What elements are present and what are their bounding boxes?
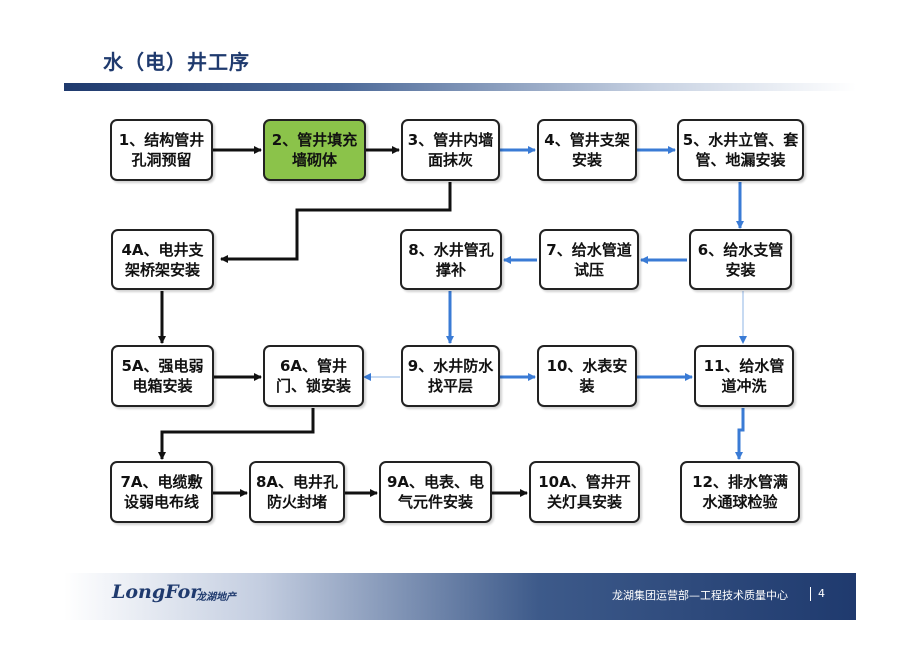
step-1-box: 1、结构管井孔洞预留 [110, 119, 213, 181]
step-12-box: 12、排水管满水通球检验 [680, 461, 800, 523]
page-number: 4 [818, 587, 825, 600]
arrow-6a-7a [158, 408, 315, 460]
step-5-box: 5、水井立管、套管、地漏安装 [677, 119, 804, 181]
brand-logo-cn: 龙湖地产 [196, 592, 236, 603]
step-6a-box: 6A、管井门、锁安装 [263, 345, 364, 407]
step-11-box: 11、给水管道冲洗 [694, 345, 794, 407]
step-7a-box: 7A、电缆敷设弱电布线 [110, 461, 213, 523]
footer-separator [810, 587, 811, 601]
page-title: 水（电）井工序 [103, 50, 250, 74]
step-9-box: 9、水井防水找平层 [401, 345, 500, 407]
step-6-box: 6、给水支管安装 [689, 229, 792, 290]
arrow-11-12 [735, 408, 745, 460]
step-4-box: 4、管井支架安装 [537, 119, 637, 181]
step-8-box: 8、水井管孔撑补 [400, 229, 502, 290]
title-underline [64, 83, 856, 91]
step-5a-box: 5A、强电弱电箱安装 [111, 345, 214, 407]
footer-band [64, 573, 856, 620]
brand-logo: LongFor [112, 581, 201, 603]
step-4a-box: 4A、电井支架桥架安装 [111, 229, 214, 290]
footer-department: 龙湖集团运营部—工程技术质量中心 [612, 589, 788, 602]
step-10-box: 10、水表安装 [537, 345, 637, 407]
arrow-3-4a [220, 182, 452, 263]
step-10a-box: 10A、管井开关灯具安装 [529, 461, 640, 523]
step-9a-box: 9A、电表、电气元件安装 [379, 461, 492, 523]
step-8a-box: 8A、电井孔防火封堵 [249, 461, 345, 523]
step-7-box: 7、给水管道试压 [539, 229, 639, 290]
step-3-box: 3、管井内墙面抹灰 [401, 119, 500, 181]
step-2-box: 2、管井填充墙砌体 [263, 119, 366, 181]
